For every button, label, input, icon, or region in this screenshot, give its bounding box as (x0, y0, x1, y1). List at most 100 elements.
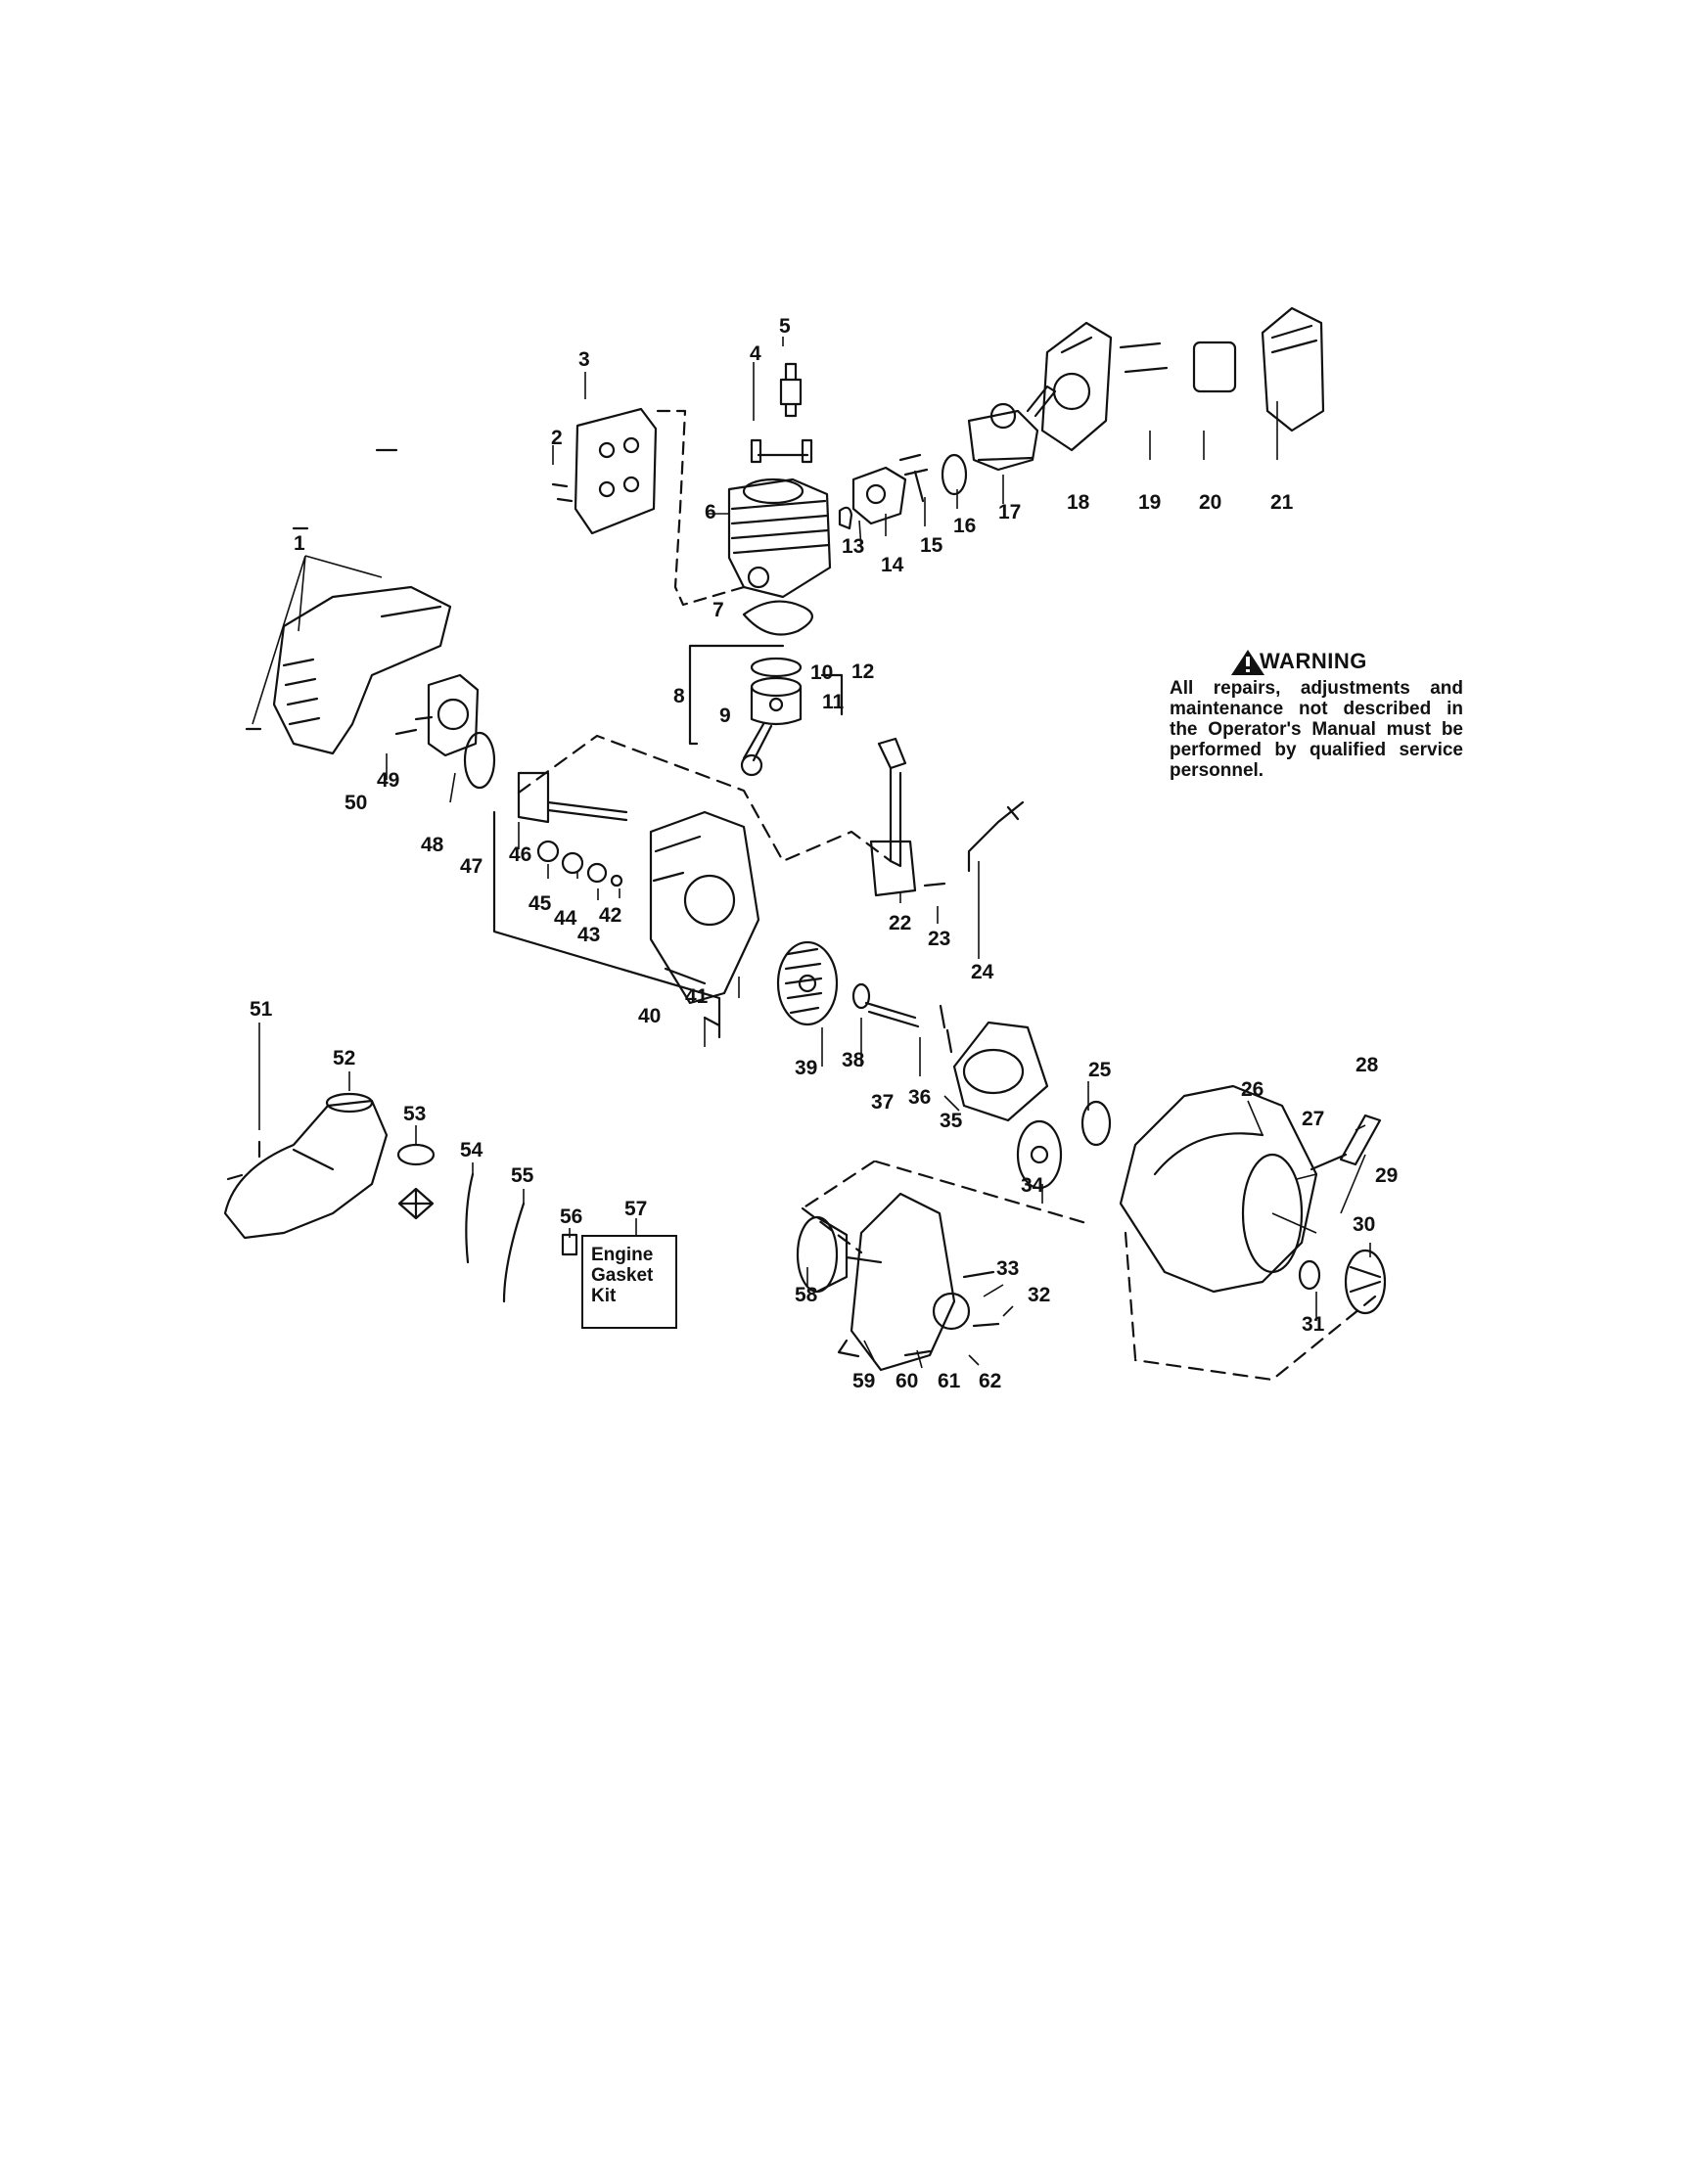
fan-housing-part (952, 1021, 1049, 1122)
fuel-line-55-part (502, 1202, 526, 1303)
callout-43: 43 (577, 924, 600, 946)
callout-40: 40 (638, 1005, 661, 1027)
callout-38: 38 (842, 1049, 865, 1071)
callout-42: 42 (599, 904, 621, 927)
callout-15: 15 (920, 534, 943, 557)
clutch-washer-part (1298, 1259, 1321, 1291)
callout-23: 23 (928, 928, 950, 950)
air-filter-base-part (1040, 321, 1113, 452)
callout-27: 27 (1302, 1108, 1324, 1130)
bearing-42-part (610, 874, 623, 887)
grommet-part (561, 1233, 578, 1256)
ignition-wire-part (967, 800, 1025, 873)
warning-text: All repairs, adjustments and maintenance… (1170, 678, 1463, 781)
callout-5: 5 (779, 315, 791, 338)
cylinder-gasket-part (742, 600, 813, 636)
washer-part (851, 982, 871, 1010)
engine-mount-part (837, 1192, 971, 1372)
warning-notice: WARNING All repairs, adjustments and mai… (1170, 649, 1463, 781)
callout-21: 21 (1270, 491, 1294, 514)
callout-52: 52 (333, 1047, 355, 1069)
shaft-part (864, 1001, 920, 1028)
callout-10: 10 (810, 661, 833, 684)
callout-1: 1 (294, 532, 305, 555)
starter-housing-part (1119, 1084, 1318, 1294)
callout-58: 58 (795, 1284, 818, 1306)
callout-60: 60 (896, 1370, 918, 1392)
callout-12: 12 (851, 660, 874, 683)
warning-icon-spacer (1217, 649, 1250, 674)
callout-30: 30 (1353, 1213, 1375, 1236)
callout-20: 20 (1199, 491, 1221, 514)
air-filter-cover-part (1261, 306, 1325, 432)
ignition-module-part (869, 737, 917, 897)
crankshaft-part (517, 771, 628, 824)
callout-56: 56 (560, 1206, 582, 1228)
callout-48: 48 (421, 834, 444, 856)
callout-47: 47 (460, 855, 482, 878)
flywheel-part (776, 940, 839, 1026)
callout-61: 61 (938, 1370, 961, 1392)
callout-19: 19 (1138, 491, 1161, 514)
warning-title: WARNING (1260, 649, 1367, 673)
callout-37: 37 (871, 1091, 894, 1114)
callout-16: 16 (953, 515, 976, 537)
callout-33: 33 (996, 1257, 1019, 1280)
engine-shroud-part (272, 585, 452, 755)
callout-50: 50 (345, 792, 367, 814)
callout-44: 44 (554, 907, 577, 930)
bearing-44-part (561, 851, 584, 875)
starter-washer-part (1080, 1100, 1112, 1147)
tank-screws-part (226, 1140, 261, 1181)
bearing-43-part (586, 862, 608, 884)
bearing-45-part (536, 840, 560, 863)
callout-8: 8 (673, 685, 685, 707)
air-filter-part (1192, 341, 1237, 393)
kit-box-label: Engine Gasket Kit (591, 1245, 654, 1306)
ignition-screw-part (923, 882, 946, 887)
callout-6: 6 (705, 501, 716, 523)
connecting-rod-part (740, 722, 773, 777)
callout-45: 45 (528, 892, 552, 915)
callout-18: 18 (1067, 491, 1090, 514)
callout-25: 25 (1088, 1059, 1112, 1081)
callout-31: 31 (1302, 1313, 1325, 1336)
callout-4: 4 (750, 342, 761, 365)
muffler-gasket-part (463, 731, 496, 790)
callout-22: 22 (889, 912, 911, 934)
starter-pulley-part (1016, 1119, 1063, 1190)
spark-plug-part (750, 362, 813, 464)
callout-17: 17 (998, 501, 1021, 523)
callout-7: 7 (712, 599, 724, 621)
muffler-part (394, 673, 480, 757)
callout-59: 59 (852, 1370, 875, 1392)
callout-51: 51 (250, 998, 273, 1021)
callout-26: 26 (1241, 1078, 1264, 1101)
engine-gasket-kit-box: Engine Gasket Kit (581, 1235, 677, 1329)
callout-13: 13 (842, 535, 864, 558)
callout-35: 35 (940, 1110, 963, 1132)
callout-41: 41 (685, 985, 709, 1008)
callout-11: 11 (822, 691, 845, 713)
callout-39: 39 (795, 1057, 817, 1079)
piston-part (750, 657, 803, 726)
warning-icon (1231, 650, 1264, 675)
callout-14: 14 (881, 554, 904, 576)
piston-bracket-part (688, 644, 844, 746)
callout-9: 9 (719, 705, 731, 727)
callout-32: 32 (1028, 1284, 1050, 1306)
intake-manifold-part (838, 453, 968, 530)
clutch-drum-part (796, 1215, 883, 1294)
callout-54: 54 (460, 1139, 483, 1161)
clutch-part (1344, 1249, 1387, 1315)
callout-49: 49 (377, 769, 399, 792)
crankcase-part (649, 810, 760, 1005)
callout-29: 29 (1375, 1164, 1398, 1187)
cylinder-part (727, 478, 832, 599)
callout-55: 55 (511, 1164, 534, 1187)
callout-3: 3 (578, 348, 590, 371)
fuel-line-54-part (465, 1172, 475, 1264)
shroud-screws-part (245, 448, 398, 731)
callout-57: 57 (624, 1198, 647, 1220)
